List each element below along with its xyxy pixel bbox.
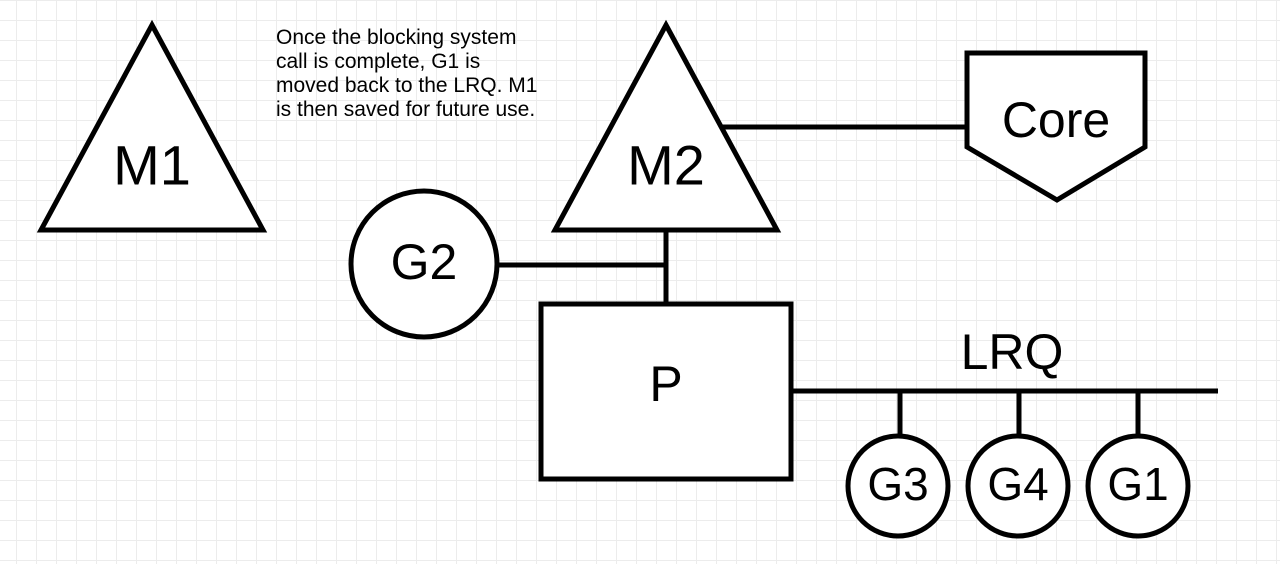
node-m1: M1 (36, 19, 268, 233)
g1-label: G1 (1107, 458, 1168, 510)
g4-circle (965, 433, 1071, 539)
g3-circle (845, 433, 951, 539)
node-p: P (538, 301, 794, 482)
g4-label: G4 (987, 458, 1048, 510)
g2-label: G2 (391, 234, 458, 290)
m1-triangle (36, 19, 268, 233)
annotation-note: Once the blocking system call is complet… (276, 26, 566, 122)
node-g1: G1 (1085, 433, 1191, 539)
note-line: Once the blocking system (276, 26, 517, 49)
core-pentagon (964, 50, 1148, 203)
note-line: is then saved for future use. (276, 98, 536, 121)
node-m2: M2 (550, 19, 782, 233)
g1-circle (1085, 433, 1191, 539)
m1-label: M1 (113, 134, 191, 197)
m2-triangle (550, 19, 782, 233)
g3-label: G3 (867, 458, 928, 510)
m2-label: M2 (627, 134, 705, 197)
node-g2: G2 (348, 188, 500, 340)
node-g4: G4 (965, 433, 1071, 539)
note-line: moved back to the LRQ. M1 (276, 74, 538, 97)
note-line: call is complete, G1 is (276, 50, 481, 73)
p-label: P (649, 356, 682, 412)
core-label: Core (1002, 92, 1110, 148)
node-core: Core (964, 50, 1148, 203)
p-rectangle (538, 301, 794, 482)
g2-circle (348, 188, 500, 340)
node-g3: G3 (845, 433, 951, 539)
lrq-label: LRQ (961, 324, 1064, 380)
